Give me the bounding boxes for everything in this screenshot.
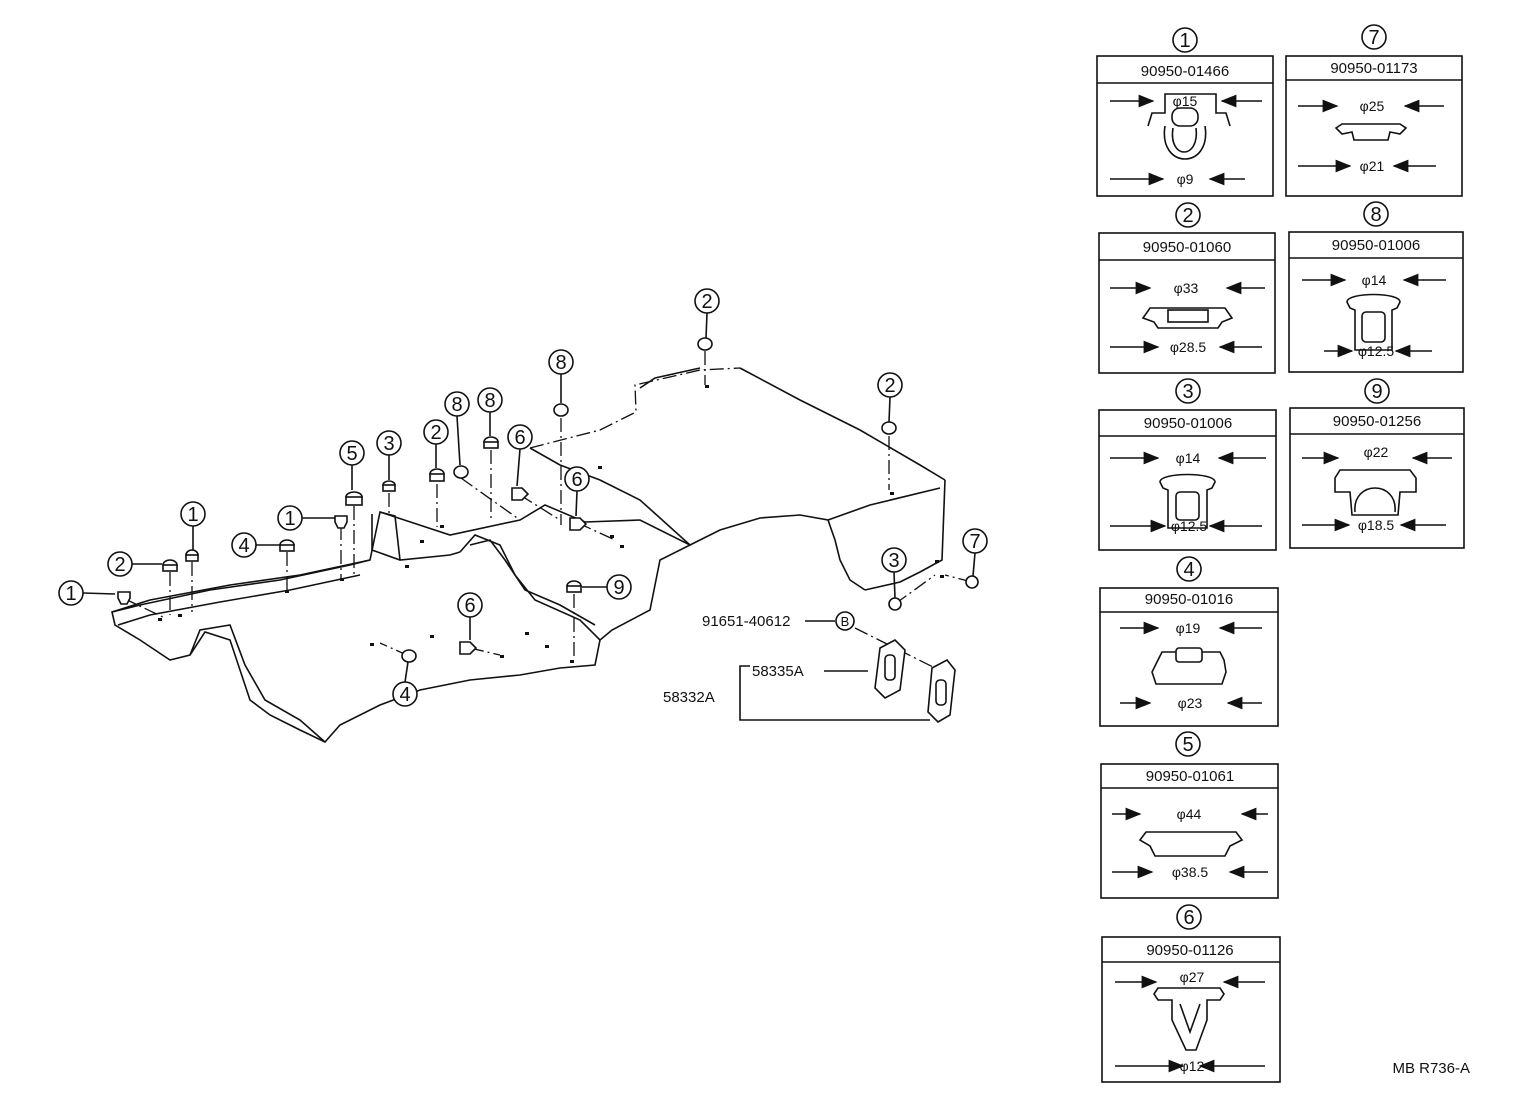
callout-4a: 4 <box>231 532 280 558</box>
callout-1b: 1 <box>180 501 206 550</box>
callout-8c: 8 <box>548 349 574 403</box>
detail-plug-7: 7 90950-01173 φ25 φ21 <box>1285 24 1463 197</box>
callout-5: 5 <box>339 440 365 490</box>
detail-plug-3: 3 90950-01006 φ14 φ12.5 <box>1098 378 1277 551</box>
svg-text:3: 3 <box>1182 381 1193 403</box>
callout-4b: 4 <box>392 661 418 707</box>
svg-text:90950-01126: 90950-01126 <box>1146 942 1233 959</box>
svg-text:1: 1 <box>187 504 198 526</box>
svg-text:φ14: φ14 <box>1362 272 1387 288</box>
grommet-part-number: 58335A <box>752 663 804 680</box>
floor-pan-assembly <box>111 367 946 743</box>
svg-text:8: 8 <box>555 352 566 374</box>
svg-text:φ33: φ33 <box>1174 280 1199 296</box>
svg-text:φ18.5: φ18.5 <box>1358 517 1395 533</box>
svg-text:90950-01006: 90950-01006 <box>1332 237 1420 254</box>
svg-text:6: 6 <box>514 427 525 449</box>
svg-text:7: 7 <box>969 531 980 553</box>
svg-text:6: 6 <box>1183 907 1194 929</box>
callout-2d: 2 <box>877 372 903 423</box>
svg-text:φ23: φ23 <box>1178 695 1203 711</box>
svg-text:2: 2 <box>701 291 712 313</box>
svg-text:8: 8 <box>1370 204 1381 226</box>
svg-text:φ12.5: φ12.5 <box>1171 518 1208 534</box>
callout-1c: 1 <box>277 505 335 531</box>
svg-text:2: 2 <box>1182 205 1193 227</box>
svg-text:1: 1 <box>284 508 295 530</box>
svg-text:90950-01173: 90950-01173 <box>1330 60 1417 77</box>
plug-icons <box>117 337 979 663</box>
callout-3a: 3 <box>376 430 402 480</box>
plug-detail-panels: 1 90950-01466 φ15 φ9 7 90950-01173 <box>1096 24 1465 1083</box>
drawing-id: MB R736-A <box>1392 1060 1470 1077</box>
svg-text:7: 7 <box>1368 27 1379 49</box>
svg-text:3: 3 <box>383 433 394 455</box>
bolt-part-number: 91651-40612 <box>702 613 790 630</box>
svg-text:90950-01060: 90950-01060 <box>1143 239 1231 256</box>
callout-2b: 2 <box>423 419 449 468</box>
svg-text:1: 1 <box>1179 30 1190 52</box>
callout-1a: 1 <box>58 580 116 606</box>
svg-text:1: 1 <box>65 583 76 605</box>
detail-plug-2: 2 90950-01060 φ33 φ28.5 <box>1098 202 1276 374</box>
callout-8b: 8 <box>477 387 503 436</box>
svg-text:4: 4 <box>399 684 410 706</box>
svg-text:9: 9 <box>613 577 624 599</box>
svg-text:9: 9 <box>1371 381 1382 403</box>
detail-plug-8: 8 90950-01006 φ14 φ12.5 <box>1288 201 1464 373</box>
svg-text:φ14: φ14 <box>1176 450 1201 466</box>
svg-text:φ21: φ21 <box>1360 158 1385 174</box>
svg-text:2: 2 <box>430 422 441 444</box>
callout-8a: 8 <box>444 391 470 466</box>
callout-2a: 2 <box>107 551 162 577</box>
svg-text:4: 4 <box>1183 559 1194 581</box>
callout-6c: 6 <box>457 592 483 640</box>
svg-text:4: 4 <box>238 535 249 557</box>
svg-text:6: 6 <box>464 595 475 617</box>
grommet-subassembly: 91651-40612 B 58335A 58332A <box>663 611 956 724</box>
svg-text:5: 5 <box>1182 734 1193 756</box>
svg-text:φ22: φ22 <box>1364 444 1389 460</box>
callout-6a: 6 <box>507 424 533 487</box>
detail-plug-6: 6 90950-01126 φ27 φ12 <box>1101 904 1281 1083</box>
svg-text:φ12.5: φ12.5 <box>1358 343 1395 359</box>
callout-9: 9 <box>582 574 632 600</box>
svg-text:φ9: φ9 <box>1177 171 1194 187</box>
svg-text:φ38.5: φ38.5 <box>1172 864 1209 880</box>
svg-text:90950-01466: 90950-01466 <box>1141 63 1229 80</box>
callout-b: B <box>841 614 850 629</box>
svg-text:φ27: φ27 <box>1180 969 1205 985</box>
callouts: 1 2 1 4 1 5 3 2 8 8 6 8 6 9 6 4 2 2 3 7 <box>58 288 988 707</box>
callout-3b: 3 <box>881 547 907 599</box>
svg-text:90950-01006: 90950-01006 <box>1144 415 1232 432</box>
svg-text:6: 6 <box>571 469 582 491</box>
svg-text:φ25: φ25 <box>1360 98 1385 114</box>
svg-text:8: 8 <box>451 394 462 416</box>
svg-text:2: 2 <box>884 375 895 397</box>
svg-text:90950-01256: 90950-01256 <box>1333 413 1421 430</box>
detail-plug-9: 9 90950-01256 φ22 φ18.5 <box>1289 378 1465 549</box>
detail-plug-4: 4 90950-01016 φ19 φ23 <box>1099 556 1279 727</box>
callout-2c: 2 <box>694 288 720 339</box>
callout-6b: 6 <box>564 466 590 517</box>
svg-text:3: 3 <box>888 550 899 572</box>
detail-plug-5: 5 90950-01061 φ44 φ38.5 <box>1100 731 1279 899</box>
grommet-assy-part-number: 58332A <box>663 689 715 706</box>
callout-7: 7 <box>962 528 988 577</box>
svg-text:90950-01061: 90950-01061 <box>1146 768 1234 785</box>
svg-text:5: 5 <box>346 443 357 465</box>
mount-holes <box>158 385 944 663</box>
svg-text:φ19: φ19 <box>1176 620 1201 636</box>
svg-text:2: 2 <box>114 554 125 576</box>
svg-text:8: 8 <box>484 390 495 412</box>
svg-text:φ15: φ15 <box>1173 93 1198 109</box>
svg-text:90950-01016: 90950-01016 <box>1145 591 1233 608</box>
svg-text:φ12: φ12 <box>1180 1058 1205 1074</box>
svg-text:φ44: φ44 <box>1177 806 1202 822</box>
detail-plug-1: 1 90950-01466 φ15 φ9 <box>1096 27 1274 197</box>
svg-text:φ28.5: φ28.5 <box>1170 339 1207 355</box>
